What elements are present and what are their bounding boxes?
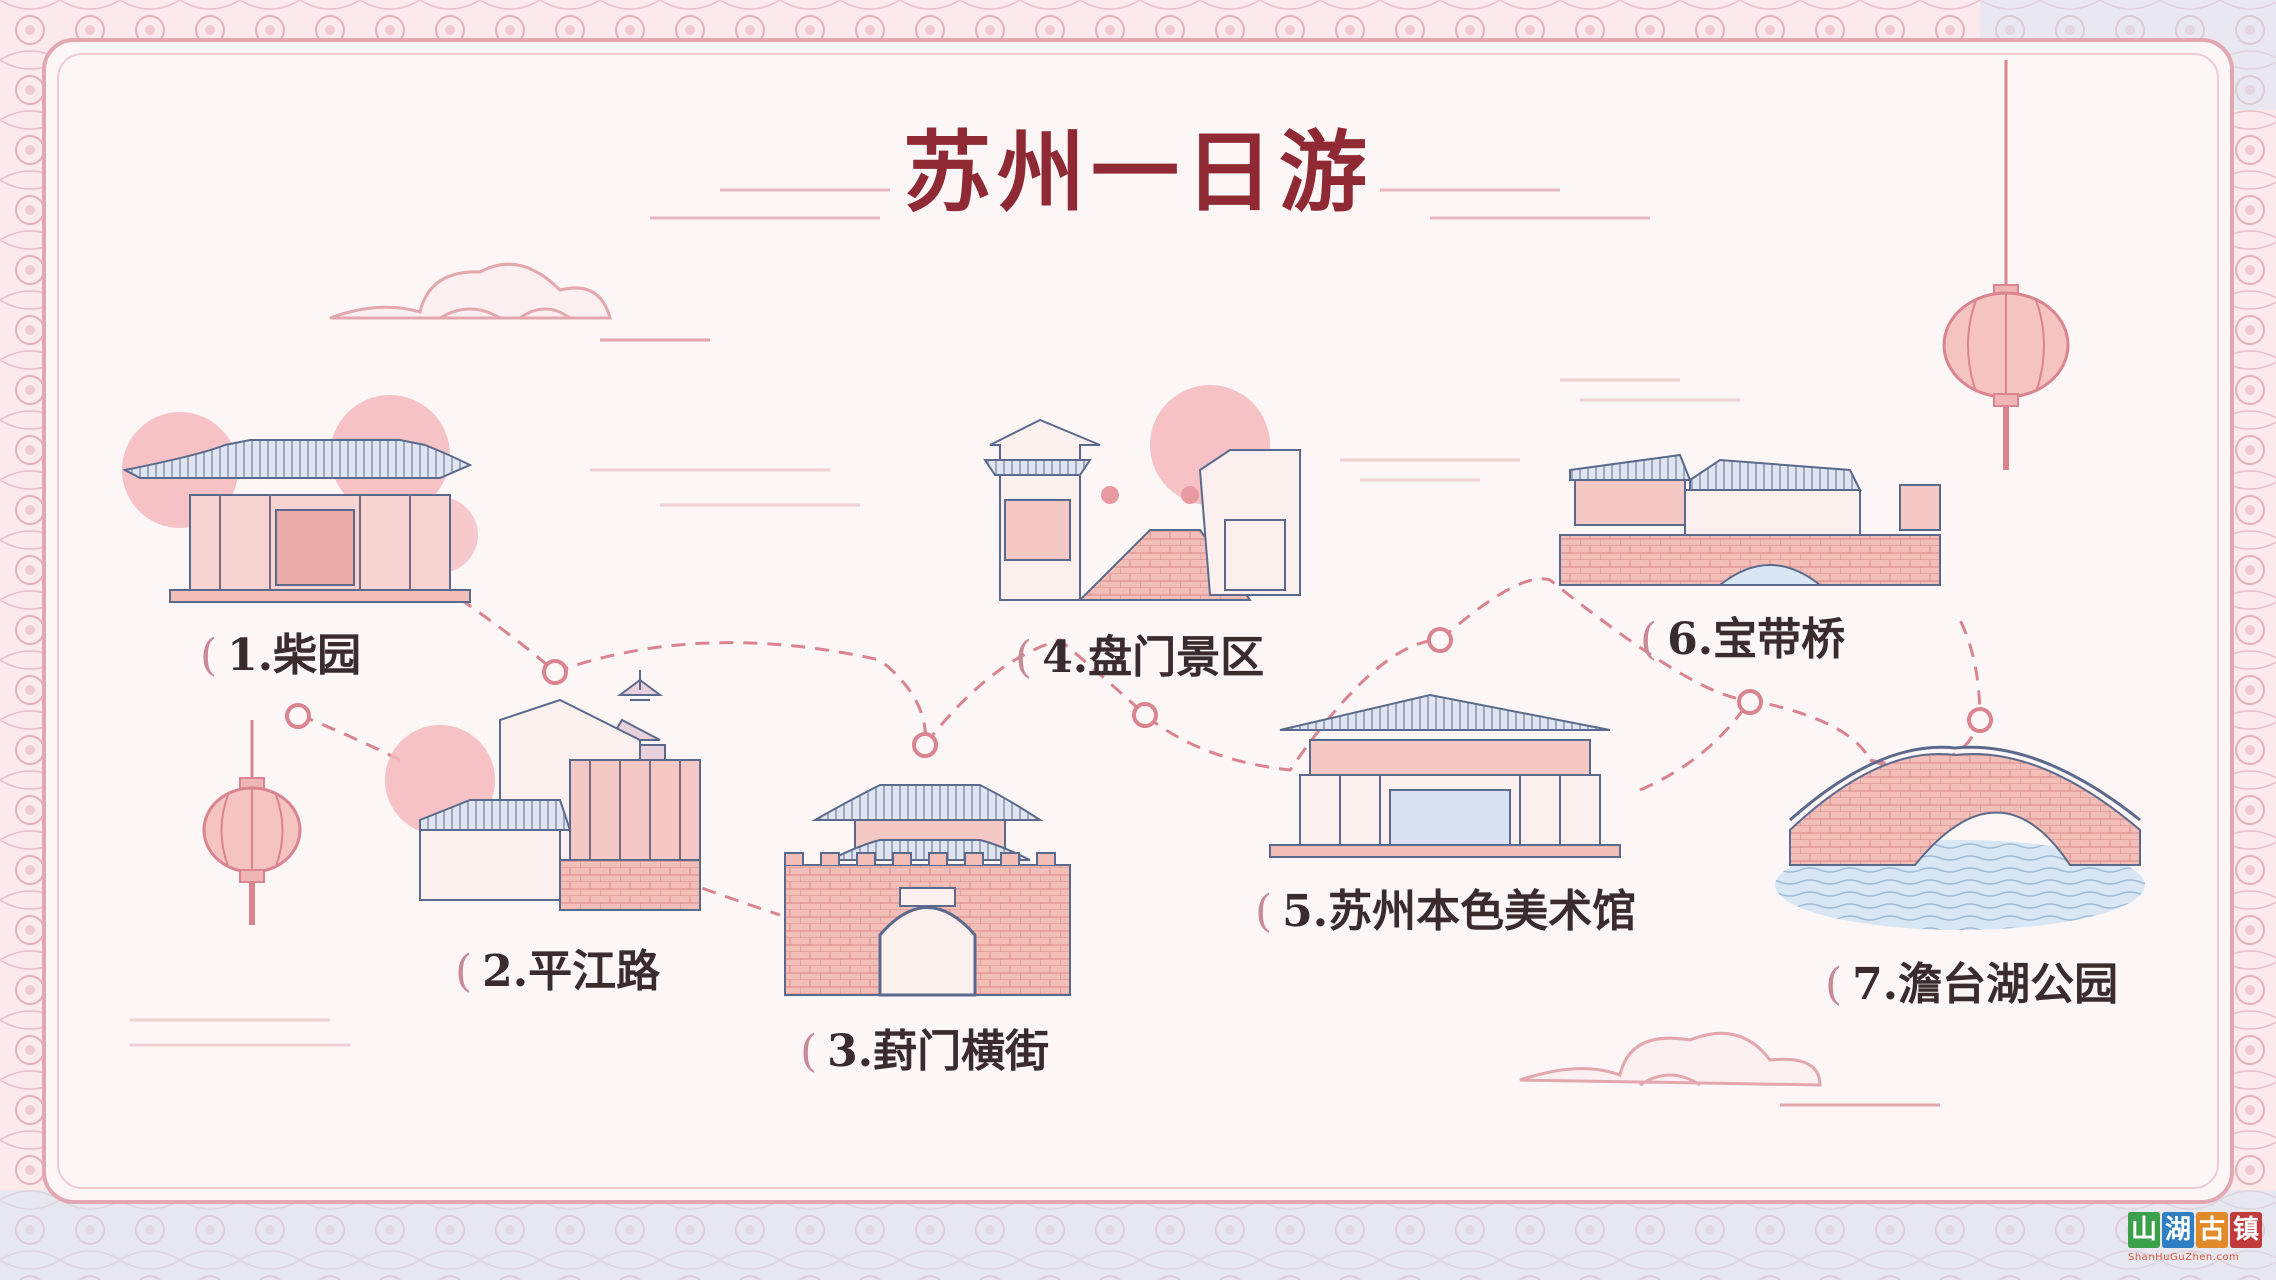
museum-icon <box>1269 693 1621 858</box>
city-gate-icon <box>784 784 1071 997</box>
route-node-icon <box>285 627 1993 758</box>
lantern-icon <box>202 720 302 925</box>
pavilion-icon <box>122 395 478 603</box>
alley-icon <box>983 385 1301 601</box>
stop-label-6: (6.宝带桥 <box>1640 614 1846 665</box>
stop-label-4: (4.盘门景区 <box>1015 632 1265 683</box>
watermark-logo: 山湖古镇 ShanHuGuZhen.com <box>2128 1212 2264 1268</box>
watermark-url: ShanHuGuZhen.com <box>2128 1252 2240 1263</box>
watermark-char: 镇 <box>2230 1212 2262 1248</box>
page-title: 苏州一日游 <box>902 120 1373 224</box>
paper-panel <box>42 38 2234 1204</box>
stop-label-3: (3.葑门横街 <box>800 1026 1050 1077</box>
stop-label-7: (7.澹台湖公园 <box>1825 959 2119 1010</box>
lantern-icon <box>1942 60 2070 470</box>
stop-label-1: (1.柴园 <box>200 630 362 681</box>
watermark-char: 古 <box>2196 1212 2228 1248</box>
stop-label-5: (5.苏州本色美术馆 <box>1255 886 1637 937</box>
cloud-icon <box>1519 1031 1940 1107</box>
street-pagoda-icon <box>385 670 701 911</box>
arch-bridge-icon <box>1775 745 2145 930</box>
cloud-icon <box>329 262 710 342</box>
watermark-char: 湖 <box>2162 1212 2194 1248</box>
route-path <box>439 577 1982 772</box>
long-bridge-icon <box>1559 453 1941 586</box>
stop-label-2: (2.平江路 <box>455 946 661 997</box>
watermark-char: 山 <box>2128 1212 2160 1248</box>
title-rules <box>650 188 1650 220</box>
